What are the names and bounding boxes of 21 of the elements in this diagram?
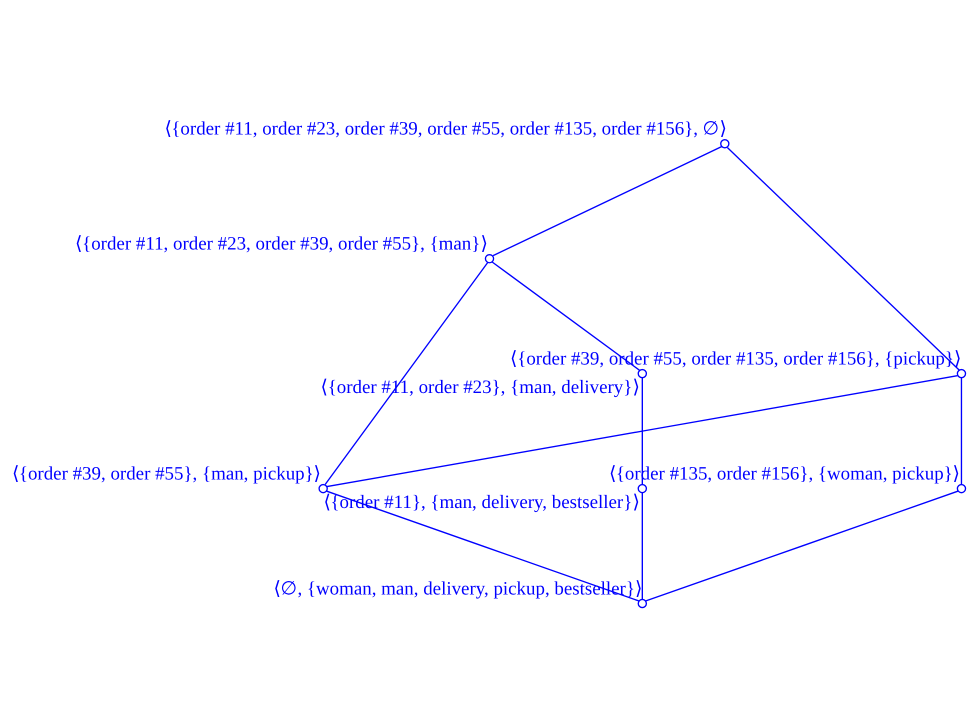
connector (492, 260, 640, 370)
node-circle (638, 368, 648, 378)
connector (960, 377, 962, 484)
node-label: ⟨{order #11, order #23, order #39, order #55}, {man}⟩ (75, 233, 488, 254)
node-circle (956, 368, 966, 378)
node-circle (318, 483, 328, 493)
node-circle (956, 483, 966, 493)
connector (326, 374, 958, 487)
node-label: ⟨{order #39, order #55}, {man, pickup}⟩ (12, 462, 321, 484)
connector (324, 262, 488, 484)
connector (642, 377, 643, 484)
node-circle (638, 598, 648, 608)
node-circle (638, 483, 648, 493)
connector (727, 146, 960, 370)
node-circle (484, 253, 494, 263)
node-circle (720, 138, 730, 148)
connector (492, 145, 722, 256)
connector (326, 490, 639, 602)
connector (646, 490, 958, 602)
connector (642, 492, 643, 599)
node-label: ⟨{order #11, order #23, order #39, order #55, order #135, order #156}, ∅⟩ (164, 118, 727, 140)
